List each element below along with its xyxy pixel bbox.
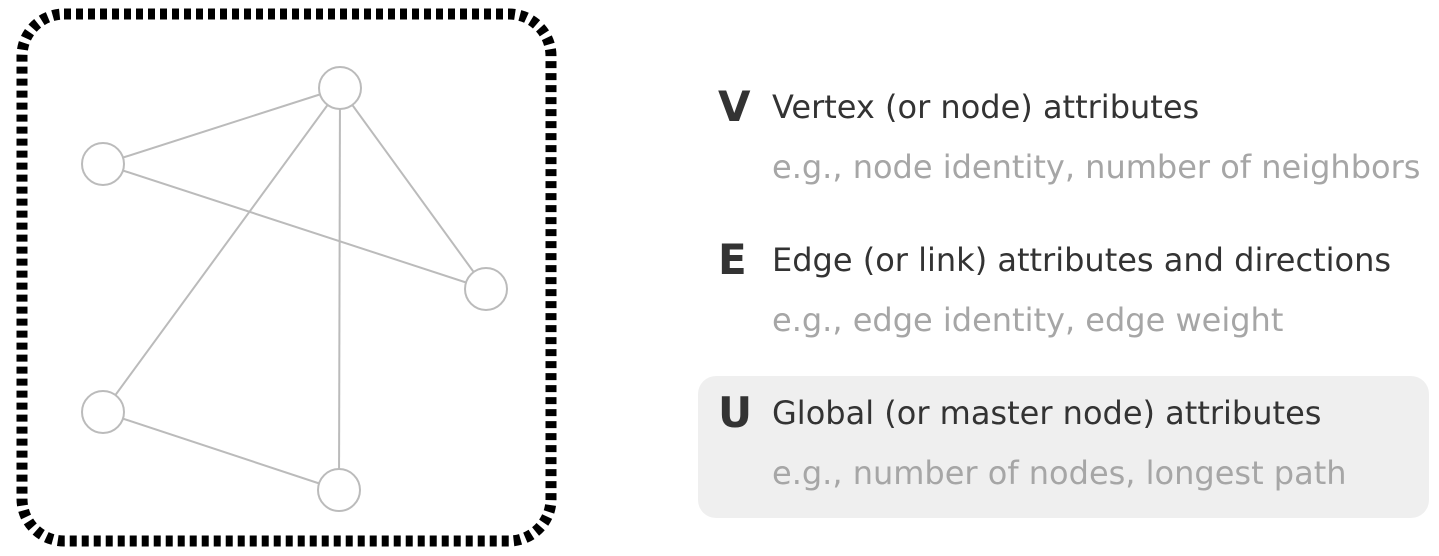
legend-title-vertex: Vertex (or node) attributes [772,88,1200,126]
legend-row-vertex: V Vertex (or node) attributes e.g., node… [698,70,1429,212]
graph-svg [16,8,557,547]
graph-edge-top-left-lower [102,87,341,413]
legend-row-global: U Global (or master node) attributes e.g… [698,376,1429,518]
legend-title-edge: Edge (or link) attributes and directions [772,241,1392,279]
graph-node-top [318,66,362,110]
legend-title-global: Global (or master node) attributes [772,394,1322,432]
nodes-layer [81,66,508,512]
graph-edge-top-bottom [338,87,341,491]
legend-example-edge: e.g., edge identity, edge weight [772,301,1284,339]
legend-example-vertex: e.g., node identity, number of neighbors [772,148,1421,186]
graph-edge-top-right [339,87,487,290]
graph-diagram [0,0,570,556]
graph-edge-left-lower-bottom [102,411,340,491]
graph-edge-left-upper-top [102,87,341,165]
graph-node-left-upper [81,142,125,186]
graph-node-right [464,267,508,311]
global-frame-border [16,8,557,547]
graph-node-bottom [317,468,361,512]
legend-letter-e: E [718,235,747,284]
legend-example-global: e.g., number of nodes, longest path [772,454,1347,492]
legend-letter-v: V [718,82,751,131]
graph-node-left-lower [81,390,125,434]
legend-letter-u: U [718,388,753,437]
graph-edge-left-upper-right [102,163,487,290]
legend-row-edge: E Edge (or link) attributes and directio… [698,223,1429,365]
edges-layer [102,87,487,491]
